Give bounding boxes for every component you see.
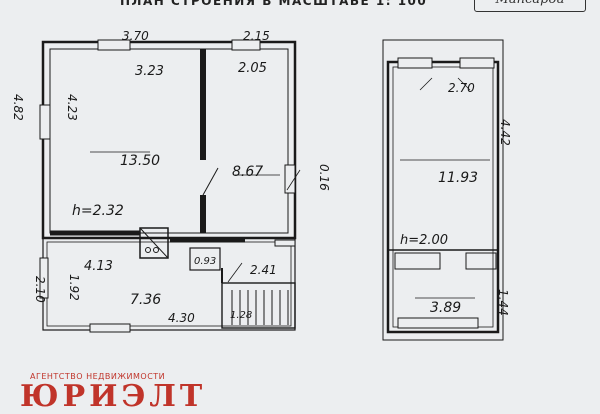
stove-icon bbox=[139, 227, 169, 259]
attic-wall bbox=[386, 60, 500, 334]
agency-subtitle: АГЕНТСТВО НЕДВИЖИМОСТИ bbox=[30, 372, 166, 381]
attic-window-2 bbox=[459, 57, 495, 69]
dim-top-right: 2.15 bbox=[243, 29, 270, 43]
attic-dim-width: 2.70 bbox=[448, 81, 475, 95]
dim-left-outer: 4.82 bbox=[11, 94, 25, 121]
attic-height: h=2.00 bbox=[400, 233, 448, 248]
door-swing bbox=[202, 167, 219, 196]
area-room3: 7.36 bbox=[130, 292, 161, 308]
stair-area bbox=[221, 282, 296, 329]
dim-room2-width: 2.05 bbox=[238, 61, 267, 76]
stove-burner-icon bbox=[145, 247, 151, 253]
dim-room1-width: 3.23 bbox=[135, 64, 164, 79]
attic-dim-side: 1.44 bbox=[496, 289, 510, 316]
area-room2: 8.67 bbox=[232, 164, 263, 180]
dim-lower-depth: 4.13 bbox=[84, 259, 113, 274]
ground-height: h=2.32 bbox=[72, 203, 124, 219]
dim-small-a: 0.93 bbox=[194, 256, 216, 267]
dim-left-inner: 4.23 bbox=[65, 94, 79, 121]
window-left bbox=[39, 104, 51, 140]
attic-window-1 bbox=[397, 57, 433, 69]
attic-window-3 bbox=[397, 317, 479, 329]
dim-stair-width: 2.41 bbox=[250, 263, 277, 277]
plan-title: ПЛАН СТРОЕНИЯ В МАСШТАБЕ 1: 100 bbox=[120, 0, 428, 8]
attic-area-room2: 3.89 bbox=[430, 300, 461, 316]
dim-bottom-width: 4.30 bbox=[168, 311, 195, 325]
window-top-2 bbox=[231, 39, 261, 51]
attic-area-room1: 11.93 bbox=[438, 170, 478, 186]
ground-inner-upper-wall bbox=[49, 48, 289, 234]
floor-stamp: Мансарда bbox=[474, 0, 586, 12]
dim-wall: 0.16 bbox=[317, 164, 331, 191]
floor-plan-drawing: 3.70 2.15 3.23 2.05 4.82 4.23 13.50 8.67… bbox=[11, 29, 512, 341]
dim-lower-left: 2.10 bbox=[33, 276, 47, 303]
dim-top-left: 3.70 bbox=[122, 29, 149, 43]
dim-small-b: 1.28 bbox=[230, 310, 252, 321]
floor-plan-sheet: ПЛАН СТРОЕНИЯ В МАСШТАБЕ 1: 100 Мансарда bbox=[11, 0, 586, 412]
area-room1: 13.50 bbox=[120, 153, 160, 169]
attic-dim-depth: 4.42 bbox=[498, 119, 512, 146]
window-right bbox=[284, 164, 296, 194]
attic-outer-outline bbox=[382, 39, 504, 341]
stair-steps-icon bbox=[231, 290, 289, 325]
small-closet bbox=[189, 247, 221, 271]
window-top-1 bbox=[97, 39, 131, 51]
agency-logo: ЮРИЭЛТ bbox=[20, 379, 207, 414]
dim-lower-inner: 1.92 bbox=[67, 274, 81, 301]
